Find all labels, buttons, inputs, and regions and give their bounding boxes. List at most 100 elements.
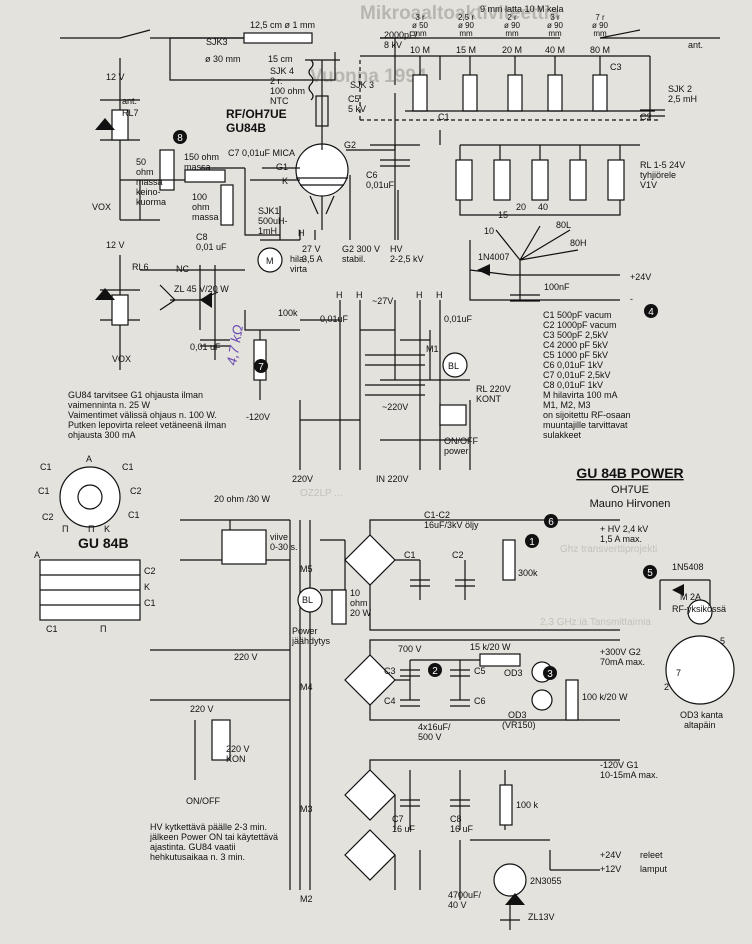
rl15-2: tyhjiörele: [640, 170, 676, 180]
note-3: Vaimentimet välissä ohjaus n. 100 W.: [68, 410, 217, 420]
vox-1: VOX: [92, 202, 111, 212]
marker-5: 5: [647, 568, 653, 579]
sjk2-2: 2,5 mH: [668, 94, 697, 104]
part-9: M hilavirta 100 mA: [543, 390, 618, 400]
pos-10: 10: [484, 226, 494, 236]
t2n-label: 2N3055: [530, 876, 562, 886]
sjk1-1: SJK1: [258, 206, 280, 216]
power-labels: 20 ohm /30 W viive 0-30 s. M5 BL 10 ohm …: [149, 494, 726, 922]
band-40: 40 M: [545, 45, 565, 55]
note-1: GU84 tarvitsee G1 ohjausta ilman: [68, 390, 203, 400]
turns-r-15: 2,5 r: [458, 13, 474, 22]
c12-2: 16uF/3kV öljy: [424, 520, 479, 530]
onoff-label: ON/OFF: [186, 796, 220, 806]
part-3: C3 500pF 2,5kV: [543, 330, 608, 340]
tube-pin-1: A: [86, 454, 92, 464]
power-call: OH7UE: [611, 484, 649, 496]
fil-2: 3,5 A: [302, 254, 323, 264]
bleed-title: Mikroaaltoaktiviteettia: [360, 3, 560, 24]
m2a-2: RF-yksikössä: [672, 604, 726, 614]
part-10: M1, M2, M3: [543, 400, 591, 410]
tube-pin-7: K: [104, 524, 110, 534]
out-24v: +24V: [600, 850, 621, 860]
sjk1-3: 1mH: [258, 226, 277, 236]
zl45-label: ZL 45 V/20 W: [174, 284, 229, 294]
g1-out-1: -120V G1: [600, 760, 639, 770]
hv-out-1: + HV 2,4 kV: [600, 524, 648, 534]
fan-v220b: 220V: [292, 474, 313, 484]
cap-c4: C4: [384, 696, 396, 706]
c2-label: C2: [640, 112, 652, 122]
fan-bl: BL: [448, 361, 459, 371]
band-10: 10 M: [410, 45, 430, 55]
cap2000-1: 2000pF/: [384, 30, 418, 40]
base-pin-7: 7: [676, 668, 681, 678]
marker-7: 7: [258, 362, 264, 373]
parts-list: C1 500pF vacum C2 1000pF vacum C3 500pF …: [543, 310, 631, 440]
meter-lbl-2: virta: [290, 264, 307, 274]
turns-r-80: 7 r: [595, 13, 605, 22]
r10-3: 20 W: [350, 608, 372, 618]
band-80: 80 M: [590, 45, 610, 55]
c3-label: C3: [610, 62, 622, 72]
tube-side-c1b: C1: [46, 624, 58, 634]
fan-h-2: H: [356, 290, 363, 300]
fan-onoff-1: ON/OFF: [444, 436, 478, 446]
marker-8: 8: [177, 133, 183, 144]
ant-top: ant.: [122, 96, 137, 106]
fan-h-4: H: [436, 290, 443, 300]
neg-label: -: [630, 294, 633, 304]
coil-len: 15 cm: [268, 54, 293, 64]
markers: [173, 130, 658, 680]
tube-pin-10: C2: [42, 512, 54, 522]
turns-d-15: ø 90: [458, 21, 475, 30]
v700-label: 700 V: [398, 644, 422, 654]
c6-2: 0,01uF: [366, 180, 395, 190]
c5-2: 5 kV: [348, 104, 366, 114]
bleed-head-1: Ghz transverttiprojekti: [560, 544, 657, 555]
r300-label: 300k: [518, 568, 538, 578]
c100n: 100nF: [544, 282, 570, 292]
turns-d-10: ø 50: [412, 21, 429, 30]
tube-pin-3: C1: [122, 462, 134, 472]
tube-pin-9: Π: [88, 524, 95, 534]
pos-80h: 80H: [570, 238, 587, 248]
g1-out-2: 10-15mA max.: [600, 770, 658, 780]
hv-note-3: ajastinta. GU84 vaatii: [150, 842, 236, 852]
hv-note-1: HV kytkettävä päälle 2-3 min.: [150, 822, 267, 832]
tube-pin-6: C1: [38, 486, 50, 496]
turns-u-40: mm: [548, 29, 562, 38]
rl6-label: RL6: [132, 262, 149, 272]
tube-drawing: [39, 466, 141, 621]
bleed-snippet: OZ2LP ...: [300, 488, 343, 499]
caps-val-2: 500 V: [418, 732, 442, 742]
tube-side-k: K: [144, 582, 150, 592]
sjk4-3: 100 ohm: [270, 86, 305, 96]
marker-3: 3: [547, 669, 553, 680]
band-15: 15 M: [456, 45, 476, 55]
fan-rl-2: KONT: [476, 394, 502, 404]
r100k-pw: 100 k: [516, 800, 539, 810]
turns-d-40: ø 90: [547, 21, 564, 30]
fan-c2: 0,01uF: [444, 314, 473, 324]
cap2000-2: 8 kV: [384, 40, 402, 50]
m5-label: M5: [300, 564, 313, 574]
rl15-3: V1V: [640, 180, 657, 190]
bleed-head-2: 2,3 GHz:iä Tansmittaimia: [540, 617, 651, 628]
kon-1: 220 V: [226, 744, 250, 754]
caps-val-1: 4x16uF/: [418, 722, 451, 732]
r100k20-label: 100 k/20 W: [582, 692, 628, 702]
meter-label: M: [266, 256, 274, 266]
sjk1-2: 500uH-: [258, 216, 288, 226]
g1-label: G1: [276, 162, 288, 172]
k-label: K: [282, 176, 288, 186]
c6-1: C6: [366, 170, 378, 180]
base-pin-2: 2: [664, 682, 669, 692]
fil-1: 27 V: [302, 244, 321, 254]
m3-label: M3: [300, 804, 313, 814]
fan-h-3: H: [416, 290, 423, 300]
rel-2: lamput: [640, 864, 668, 874]
tube-side-c1: C1: [144, 598, 156, 608]
g2v-2: stabil.: [342, 254, 366, 264]
